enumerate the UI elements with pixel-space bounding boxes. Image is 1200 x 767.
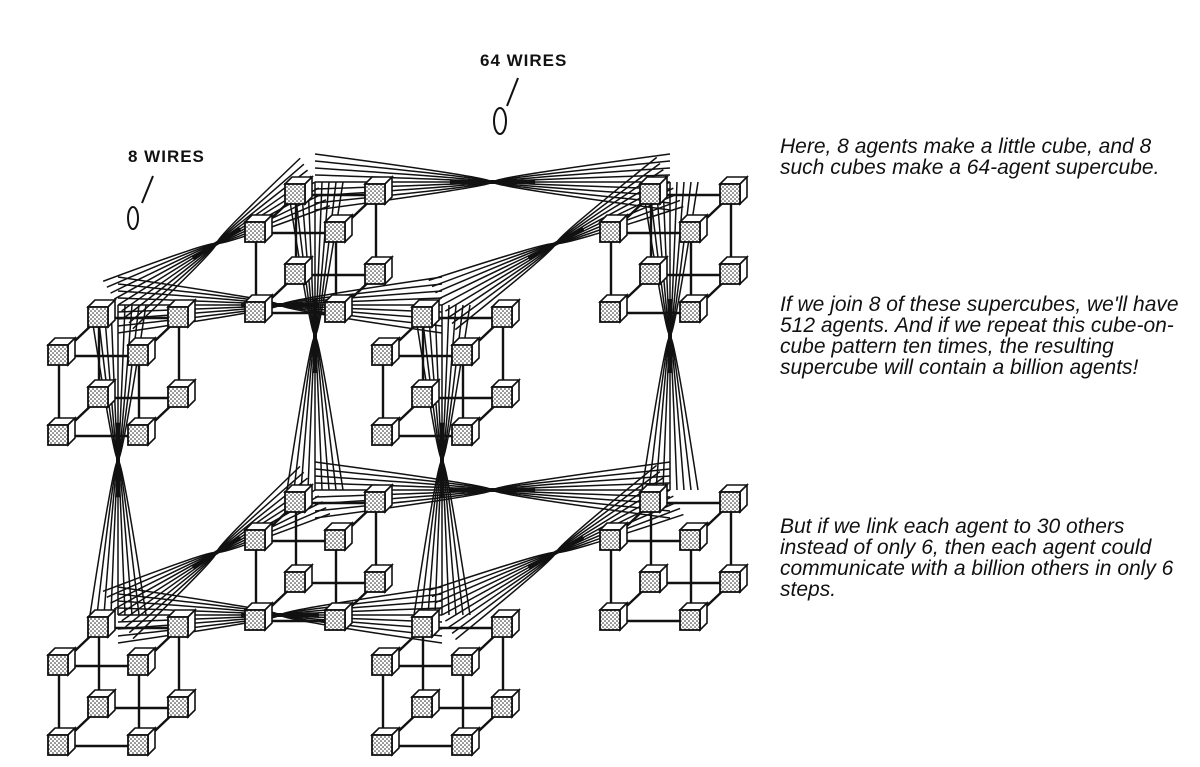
- agent-node: [363, 483, 394, 514]
- agent-node: [243, 601, 274, 632]
- agent-node: [410, 378, 441, 409]
- small-cube-3: [46, 298, 197, 447]
- agent-node: [410, 298, 441, 329]
- agent-node: [638, 175, 669, 206]
- agent-node: [243, 293, 274, 324]
- pointer-8-wires: [141, 175, 154, 204]
- wire-bundle-3: [314, 461, 671, 519]
- agent-node: [370, 416, 401, 447]
- agent-node: [450, 726, 481, 757]
- agent-node: [283, 483, 314, 514]
- small-cube-5: [243, 483, 394, 632]
- agent-node: [638, 483, 669, 514]
- agent-node: [46, 646, 77, 677]
- caption-cube-intro: Here, 8 agents make a little cube, and 8…: [780, 135, 1160, 179]
- small-cube-6: [598, 483, 749, 632]
- agent-node: [718, 175, 749, 206]
- agent-node: [126, 726, 157, 757]
- agent-node: [46, 416, 77, 447]
- small-cube-4: [370, 298, 521, 447]
- agent-node: [323, 293, 354, 324]
- agent-node: [243, 521, 274, 552]
- agent-node: [370, 726, 401, 757]
- agent-node: [126, 416, 157, 447]
- agent-node: [283, 175, 314, 206]
- agent-node: [598, 293, 629, 324]
- agent-node: [86, 688, 117, 719]
- agent-node: [678, 601, 709, 632]
- wire-bundle-1: [117, 586, 443, 644]
- agent-node: [323, 213, 354, 244]
- agent-node: [243, 213, 274, 244]
- agent-node: [678, 293, 709, 324]
- agent-node: [718, 563, 749, 594]
- agent-node: [410, 688, 441, 719]
- agent-node: [450, 336, 481, 367]
- agent-node: [46, 726, 77, 757]
- agent-node: [86, 608, 117, 639]
- wire-annotations: 64 WIRES 8 WIRES: [127, 51, 567, 230]
- agent-node: [86, 298, 117, 329]
- agent-node: [490, 608, 521, 639]
- agent-node: [598, 521, 629, 552]
- agent-node: [283, 255, 314, 286]
- agent-node: [363, 563, 394, 594]
- agent-node: [490, 298, 521, 329]
- small-cube-7: [243, 175, 394, 324]
- agent-node: [678, 521, 709, 552]
- wire-bundles: [89, 153, 699, 644]
- agent-node: [323, 521, 354, 552]
- agent-node: [638, 255, 669, 286]
- agent-node: [86, 378, 117, 409]
- agent-node: [410, 608, 441, 639]
- agent-node: [490, 688, 521, 719]
- agent-node: [678, 213, 709, 244]
- agent-node: [638, 563, 669, 594]
- agent-node: [718, 483, 749, 514]
- agent-node: [450, 416, 481, 447]
- supercube-diagram: 64 WIRES 8 WIRES: [46, 51, 749, 757]
- agent-node: [283, 563, 314, 594]
- agent-node: [363, 175, 394, 206]
- agent-node: [370, 646, 401, 677]
- ring-64-wires: [493, 107, 507, 135]
- agent-node: [490, 378, 521, 409]
- agent-node: [166, 688, 197, 719]
- agent-node: [363, 255, 394, 286]
- wire-bundle-7: [286, 181, 344, 491]
- small-cube-1: [46, 608, 197, 757]
- agent-node: [323, 601, 354, 632]
- agent-cubes: [46, 175, 749, 757]
- agent-node: [126, 336, 157, 367]
- agent-node: [450, 646, 481, 677]
- small-cube-8: [598, 175, 749, 324]
- small-cube-2: [370, 608, 521, 757]
- agent-node: [166, 608, 197, 639]
- agent-node: [598, 213, 629, 244]
- agent-node: [126, 646, 157, 677]
- caption-six-steps: But if we link each agent to 30 others i…: [780, 515, 1174, 601]
- wire-bundle-4: [314, 153, 671, 211]
- label-64-wires: 64 WIRES: [480, 51, 567, 70]
- agent-node: [46, 336, 77, 367]
- agent-node: [598, 601, 629, 632]
- caption-billion-agents: If we join 8 of these supercubes, we'll …: [780, 293, 1179, 379]
- agent-node: [370, 336, 401, 367]
- agent-node: [166, 298, 197, 329]
- pointer-64-wires: [506, 77, 519, 107]
- wire-bundle-2: [117, 276, 443, 334]
- agent-node: [166, 378, 197, 409]
- label-8-wires: 8 WIRES: [128, 147, 205, 166]
- ring-8-wires: [127, 206, 139, 230]
- agent-node: [718, 255, 749, 286]
